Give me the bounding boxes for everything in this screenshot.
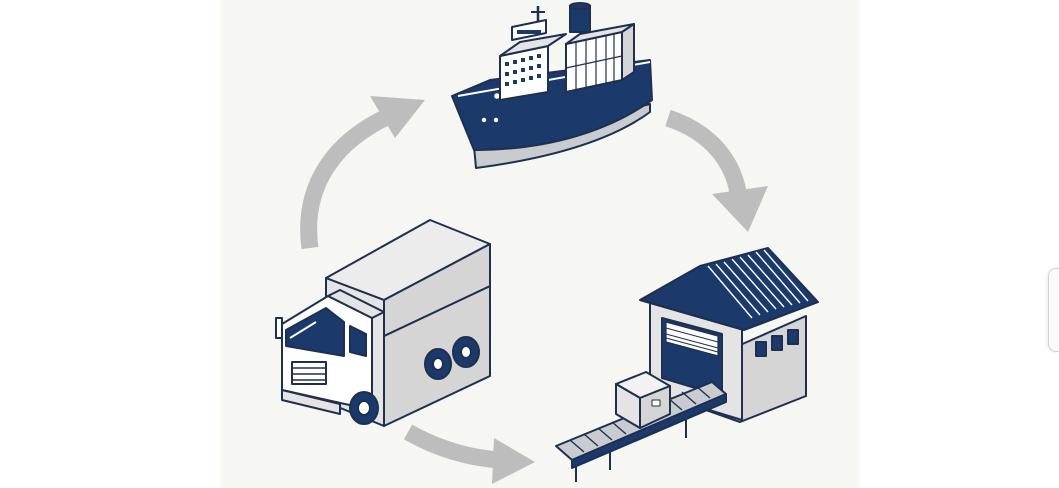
side-panel-tab[interactable] [1048,268,1059,352]
delivery-truck-icon [275,219,491,427]
arrow-truck-to-warehouse [403,424,535,484]
arrow-ship-to-warehouse [665,109,768,232]
arrow-truck-to-ship [300,96,425,250]
package-box-icon [615,371,671,429]
warehouse-icon [639,247,819,423]
cargo-ship-icon [451,2,653,169]
